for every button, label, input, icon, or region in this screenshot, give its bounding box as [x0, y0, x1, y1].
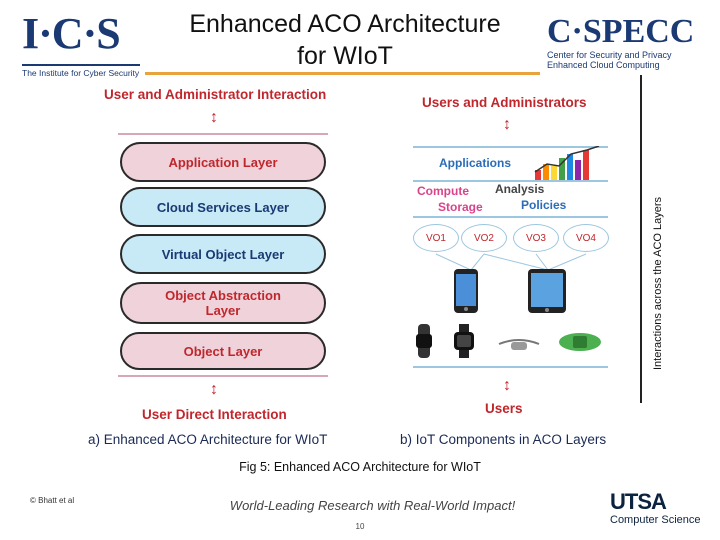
users-admins-label: Users and Administrators [422, 95, 587, 110]
user-admin-interaction-label: User and Administrator Interaction [104, 87, 327, 102]
policies-label: Policies [521, 198, 567, 212]
user-direct-interaction-label: User Direct Interaction [142, 407, 287, 422]
ics-logo-mark: I·C·S [22, 9, 121, 58]
cspecc-logo-mark: C·SPECC [547, 13, 695, 50]
divider-line [118, 133, 328, 135]
iot-components-panel: Applications Compute Analysis Storage Po… [413, 128, 609, 368]
cspecc-logo-line2: Enhanced Cloud Computing [547, 60, 660, 70]
smartwatch-icon [454, 324, 474, 358]
slide-title-line1: Enhanced ACO Architecture [189, 10, 501, 38]
layer-virtual-object: Virtual Object Layer [120, 234, 326, 274]
title-underline [145, 72, 540, 75]
layer-object-abstraction: Object Abstraction Layer [120, 282, 326, 324]
slide-title: Enhanced ACO Architecture for WIoT [160, 8, 530, 72]
storage-label: Storage [438, 200, 483, 214]
up-down-arrow-icon: ↕ [503, 116, 511, 133]
divider-line [413, 180, 608, 182]
interactions-side-label: Interactions across the ACO Layers [652, 196, 664, 370]
layer-cloud-services: Cloud Services Layer [120, 187, 326, 227]
virtual-object-1: VO1 [413, 224, 459, 252]
virtual-object-4: VO4 [563, 224, 609, 252]
divider-line [118, 375, 328, 377]
users-label: Users [485, 401, 523, 416]
bar-chart-icon [534, 146, 600, 180]
utsa-logo-mark: UTSA [610, 489, 667, 514]
up-down-arrow-icon: ↕ [210, 109, 218, 126]
right-diagram-caption: b) IoT Components in ACO Layers [400, 432, 607, 447]
cspecc-logo-line1: Center for Security and Privacy [547, 50, 672, 60]
ics-logo-subtitle: The Institute for Cyber Security [22, 64, 140, 78]
layer-application: Application Layer [120, 142, 326, 182]
wristband-icon [559, 333, 601, 351]
utsa-logo-subtitle: Computer Science [610, 514, 701, 526]
utsa-logo: UTSA Computer Science [610, 490, 710, 534]
smartphone-icon [454, 269, 478, 313]
compute-label: Compute [417, 184, 469, 198]
slide-title-line2: for WIoT [297, 42, 393, 70]
analysis-label: Analysis [495, 182, 545, 196]
footer-tagline: World-Leading Research with Real-World I… [229, 498, 516, 513]
ics-logo: I·C·S The Institute for Cyber Security [22, 12, 140, 80]
divider-line [413, 146, 608, 148]
up-down-arrow-icon: ↕ [210, 381, 218, 398]
virtual-object-2: VO2 [461, 224, 507, 252]
vertical-divider [640, 75, 642, 403]
figure-caption: Fig 5: Enhanced ACO Architecture for WIo… [239, 460, 481, 474]
fitness-band-icon [416, 324, 432, 358]
virtual-object-3: VO3 [513, 224, 559, 252]
copyright-text: © Bhatt et al [30, 496, 75, 505]
connection-lines [435, 253, 587, 271]
up-down-arrow-icon: ↕ [503, 377, 511, 394]
divider-line [413, 216, 608, 218]
divider-line [413, 366, 608, 368]
tablet-icon [528, 269, 566, 313]
layer-object: Object Layer [120, 332, 326, 370]
applications-label: Applications [439, 156, 512, 170]
cspecc-logo: C·SPECC Center for Security and Privacy … [547, 14, 702, 78]
smart-glasses-icon [498, 339, 540, 350]
page-number: 10 [355, 522, 365, 531]
left-diagram-caption: a) Enhanced ACO Architecture for WIoT [88, 432, 328, 447]
